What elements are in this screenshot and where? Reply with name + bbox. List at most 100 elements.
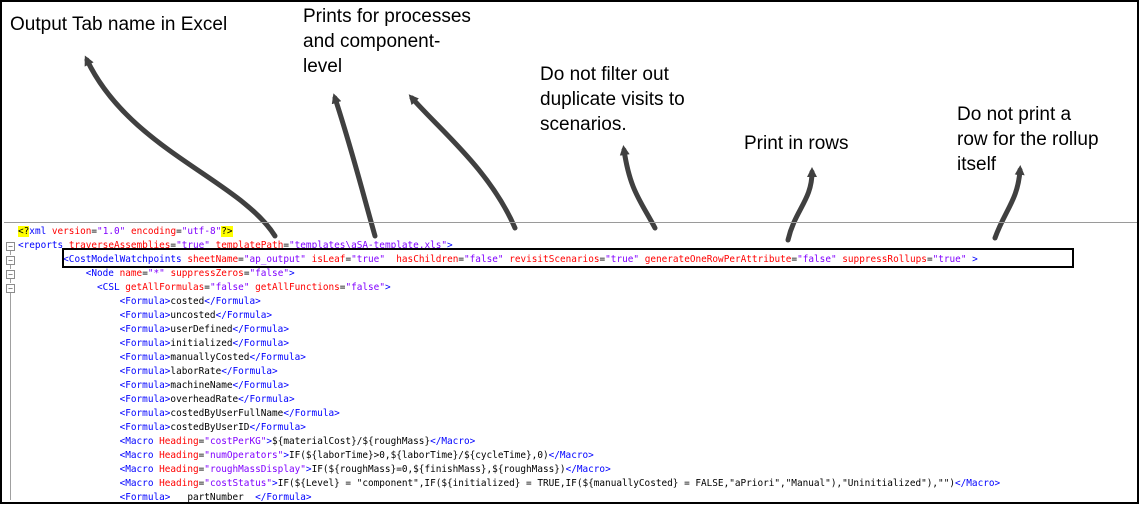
code-token: <reports xyxy=(18,240,69,251)
code-token: <Macro xyxy=(119,450,160,461)
code-token: </Formula> xyxy=(238,394,295,405)
code-token: <Formula> xyxy=(119,310,171,321)
code-token: "ap_output" xyxy=(243,254,306,265)
code-token: initialized xyxy=(170,338,233,349)
code-token: <Formula> xyxy=(119,352,171,363)
code-token xyxy=(18,436,120,447)
arrow-print-rows xyxy=(785,167,817,243)
callout-prints-for: Prints for processes and component- leve… xyxy=(303,4,471,79)
arrow-no-rollup xyxy=(992,165,1025,241)
code-token: <Node xyxy=(85,268,120,279)
code-token: "numOperators" xyxy=(204,450,284,461)
code-token: = xyxy=(204,282,210,293)
code-token: manuallyCosted xyxy=(170,352,250,363)
code-token: traverseAssemblies xyxy=(68,240,171,251)
code-token: "true" xyxy=(176,240,210,251)
code-token: IF(${laborTime}>0,${laborTime}/${cycleTi… xyxy=(288,450,549,461)
arrow-output-tab xyxy=(84,55,278,239)
fold-toggle-reports[interactable]: − xyxy=(6,242,15,251)
code-token: > xyxy=(447,240,453,251)
code-token: "templates\aSA-template.xls" xyxy=(289,240,448,251)
code-token: costedByUserFullName xyxy=(170,408,284,419)
code-token: <Formula> xyxy=(119,380,171,391)
code-token xyxy=(18,296,120,307)
code-token: <Formula> xyxy=(119,492,171,503)
xml-code-editor[interactable]: <?xml version="1.0" encoding="utf-8"?><r… xyxy=(18,225,1000,505)
code-token: costed xyxy=(170,296,205,307)
arrow-prints-for-children xyxy=(408,94,518,231)
code-line: <Formula>machineName</Formula> xyxy=(18,379,1000,393)
code-token: = xyxy=(198,464,205,475)
code-line: <Formula>userDefined</Formula> xyxy=(18,323,1000,337)
code-token: = xyxy=(791,254,798,265)
code-token: > xyxy=(384,282,391,293)
code-token xyxy=(18,422,120,433)
code-token xyxy=(18,366,120,377)
code-token: = xyxy=(926,254,933,265)
code-token: sheetName xyxy=(187,254,239,265)
code-token xyxy=(18,478,120,489)
callout-no-rollup-line1: Do not print a xyxy=(957,104,1072,125)
code-token: <Formula> xyxy=(119,394,171,405)
code-token: = xyxy=(283,240,289,251)
code-line: <Formula> partNumber </Formula> xyxy=(18,491,1000,505)
code-token: version xyxy=(51,226,92,237)
callout-prints-for-line1: Prints for processes xyxy=(303,6,471,27)
code-token: > xyxy=(288,268,295,279)
code-line: <Formula>costed</Formula> xyxy=(18,295,1000,309)
code-token: <Macro xyxy=(119,478,160,489)
callout-no-filter: Do not filter out duplicate visits to sc… xyxy=(540,62,685,137)
code-token: templatePath xyxy=(215,240,284,251)
code-token: "*" xyxy=(147,268,165,279)
code-line: <Formula>initialized</Formula> xyxy=(18,337,1000,351)
code-token: </Formula> xyxy=(232,338,289,349)
code-token: "true" xyxy=(605,254,640,265)
code-token: partNumber xyxy=(170,492,256,503)
code-token: = xyxy=(458,254,465,265)
fold-toggle-watchpoints[interactable]: − xyxy=(6,256,15,265)
code-token: IF(${Level} = "component",IF(${initializ… xyxy=(277,478,955,489)
code-token: > xyxy=(266,436,273,447)
editor-top-border xyxy=(4,222,1137,223)
code-token: </Formula> xyxy=(249,422,306,433)
code-token: </Formula> xyxy=(249,352,306,363)
code-token: "false" xyxy=(345,282,385,293)
code-token: uncosted xyxy=(170,310,216,321)
code-token: Heading xyxy=(159,450,199,461)
code-token: overheadRate xyxy=(170,394,239,405)
code-token: getAllFunctions xyxy=(255,282,340,293)
code-token: = xyxy=(339,282,346,293)
callout-output-tab: Output Tab name in Excel xyxy=(10,14,228,35)
fold-toggle-node[interactable]: − xyxy=(6,270,15,279)
code-line: <Formula>laborRate</Formula> xyxy=(18,365,1000,379)
code-token: Heading xyxy=(159,436,199,447)
code-token: = xyxy=(198,450,205,461)
code-token: <? xyxy=(18,226,30,237)
code-token: suppressZeros xyxy=(170,268,244,279)
code-token: = xyxy=(243,268,250,279)
fold-toggle-csl[interactable]: − xyxy=(6,284,15,293)
code-token: </Formula> xyxy=(255,492,312,503)
code-token: hasChildren xyxy=(396,254,459,265)
code-token xyxy=(18,394,120,405)
code-token: <Formula> xyxy=(119,296,171,307)
code-token xyxy=(18,310,120,321)
code-line: <Macro Heading="roughMassDisplay">IF(${r… xyxy=(18,463,1000,477)
code-line: <Macro Heading="costPerKG">${materialCos… xyxy=(18,435,1000,449)
code-token: <Formula> xyxy=(119,338,171,349)
code-token: encoding xyxy=(130,226,177,237)
code-token: <CostModelWatchpoints xyxy=(63,254,188,265)
code-line: <Formula>costedByUserFullName</Formula> xyxy=(18,407,1000,421)
callout-prints-for-line2: and component- xyxy=(303,31,441,52)
code-token: <Formula> xyxy=(119,408,171,419)
code-token: costedByUserID xyxy=(170,422,250,433)
callout-print-rows: Print in rows xyxy=(744,133,849,154)
code-token: = xyxy=(91,226,98,237)
code-token: laborRate xyxy=(170,366,222,377)
code-token: </Formula> xyxy=(232,380,289,391)
code-line: <CSL getAllFormulas="false" getAllFuncti… xyxy=(18,281,1000,295)
code-token: = xyxy=(198,436,205,447)
code-token: "true" xyxy=(932,254,967,265)
